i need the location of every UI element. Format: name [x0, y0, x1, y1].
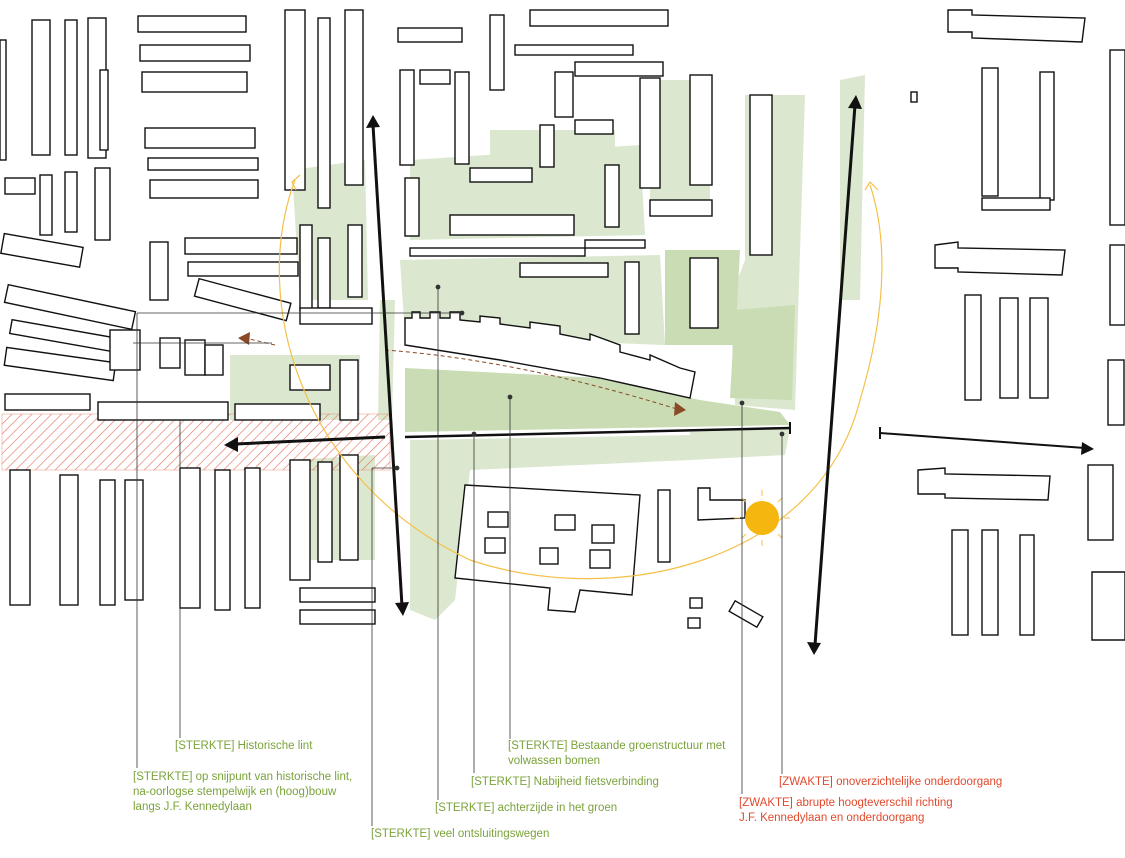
leader-lines	[133, 284, 785, 826]
label-groenstructuur: [STERKTE] Bestaande groenstructuur met v…	[508, 739, 725, 769]
green-east-inner	[730, 305, 795, 400]
label-fietsverbinding: [STERKTE] Nabijheid fietsverbinding	[471, 776, 659, 788]
label-snijpunt-line-2: na-oorlogse stempelwijk en (hoog)bouw	[133, 786, 337, 798]
arrow-icon	[674, 402, 686, 416]
main-arrows	[224, 95, 1094, 655]
label-onderdoorgang: [ZWAKTE] onoverzichtelijke onderdoorgang	[779, 776, 1003, 788]
label-historische-lint: [STERKTE] Historische lint	[175, 740, 313, 752]
label-achterzijde: [STERKTE] achterzijde in het groen	[435, 802, 618, 814]
green-central-park	[405, 368, 790, 432]
label-snijpunt: [STERKTE] op snijpunt van historische li…	[133, 770, 352, 815]
green-strip-south	[690, 428, 790, 460]
label-groenstructuur-line-1: [STERKTE] Bestaande groenstructuur met	[508, 740, 726, 752]
label-ontsluitingswegen: [STERKTE] veel ontsluitingswegen	[371, 828, 550, 840]
label-snijpunt-line-1: [STERKTE] op snijpunt van historische li…	[133, 771, 353, 783]
label-hoogteverschil: [ZWAKTE] abrupte hoogteverschil richting…	[739, 796, 953, 826]
arrow-icon	[238, 332, 250, 345]
historical-ribbon-hatch	[2, 414, 390, 470]
sun-icon	[734, 490, 790, 546]
label-hoogteverschil-line-2: J.F. Kennedylaan en onderdoorgang	[739, 812, 925, 824]
movement-arrows	[244, 337, 681, 411]
label-groenstructuur-line-2: volwassen bomen	[508, 755, 601, 767]
green-far-east	[840, 75, 865, 300]
label-snijpunt-line-3: langs J.F. Kennedylaan	[133, 801, 252, 813]
label-hoogteverschil-line-1: [ZWAKTE] abrupte hoogteverschil richting	[739, 797, 953, 809]
buildings	[0, 9, 1125, 641]
sun-path-arc	[278, 179, 883, 580]
